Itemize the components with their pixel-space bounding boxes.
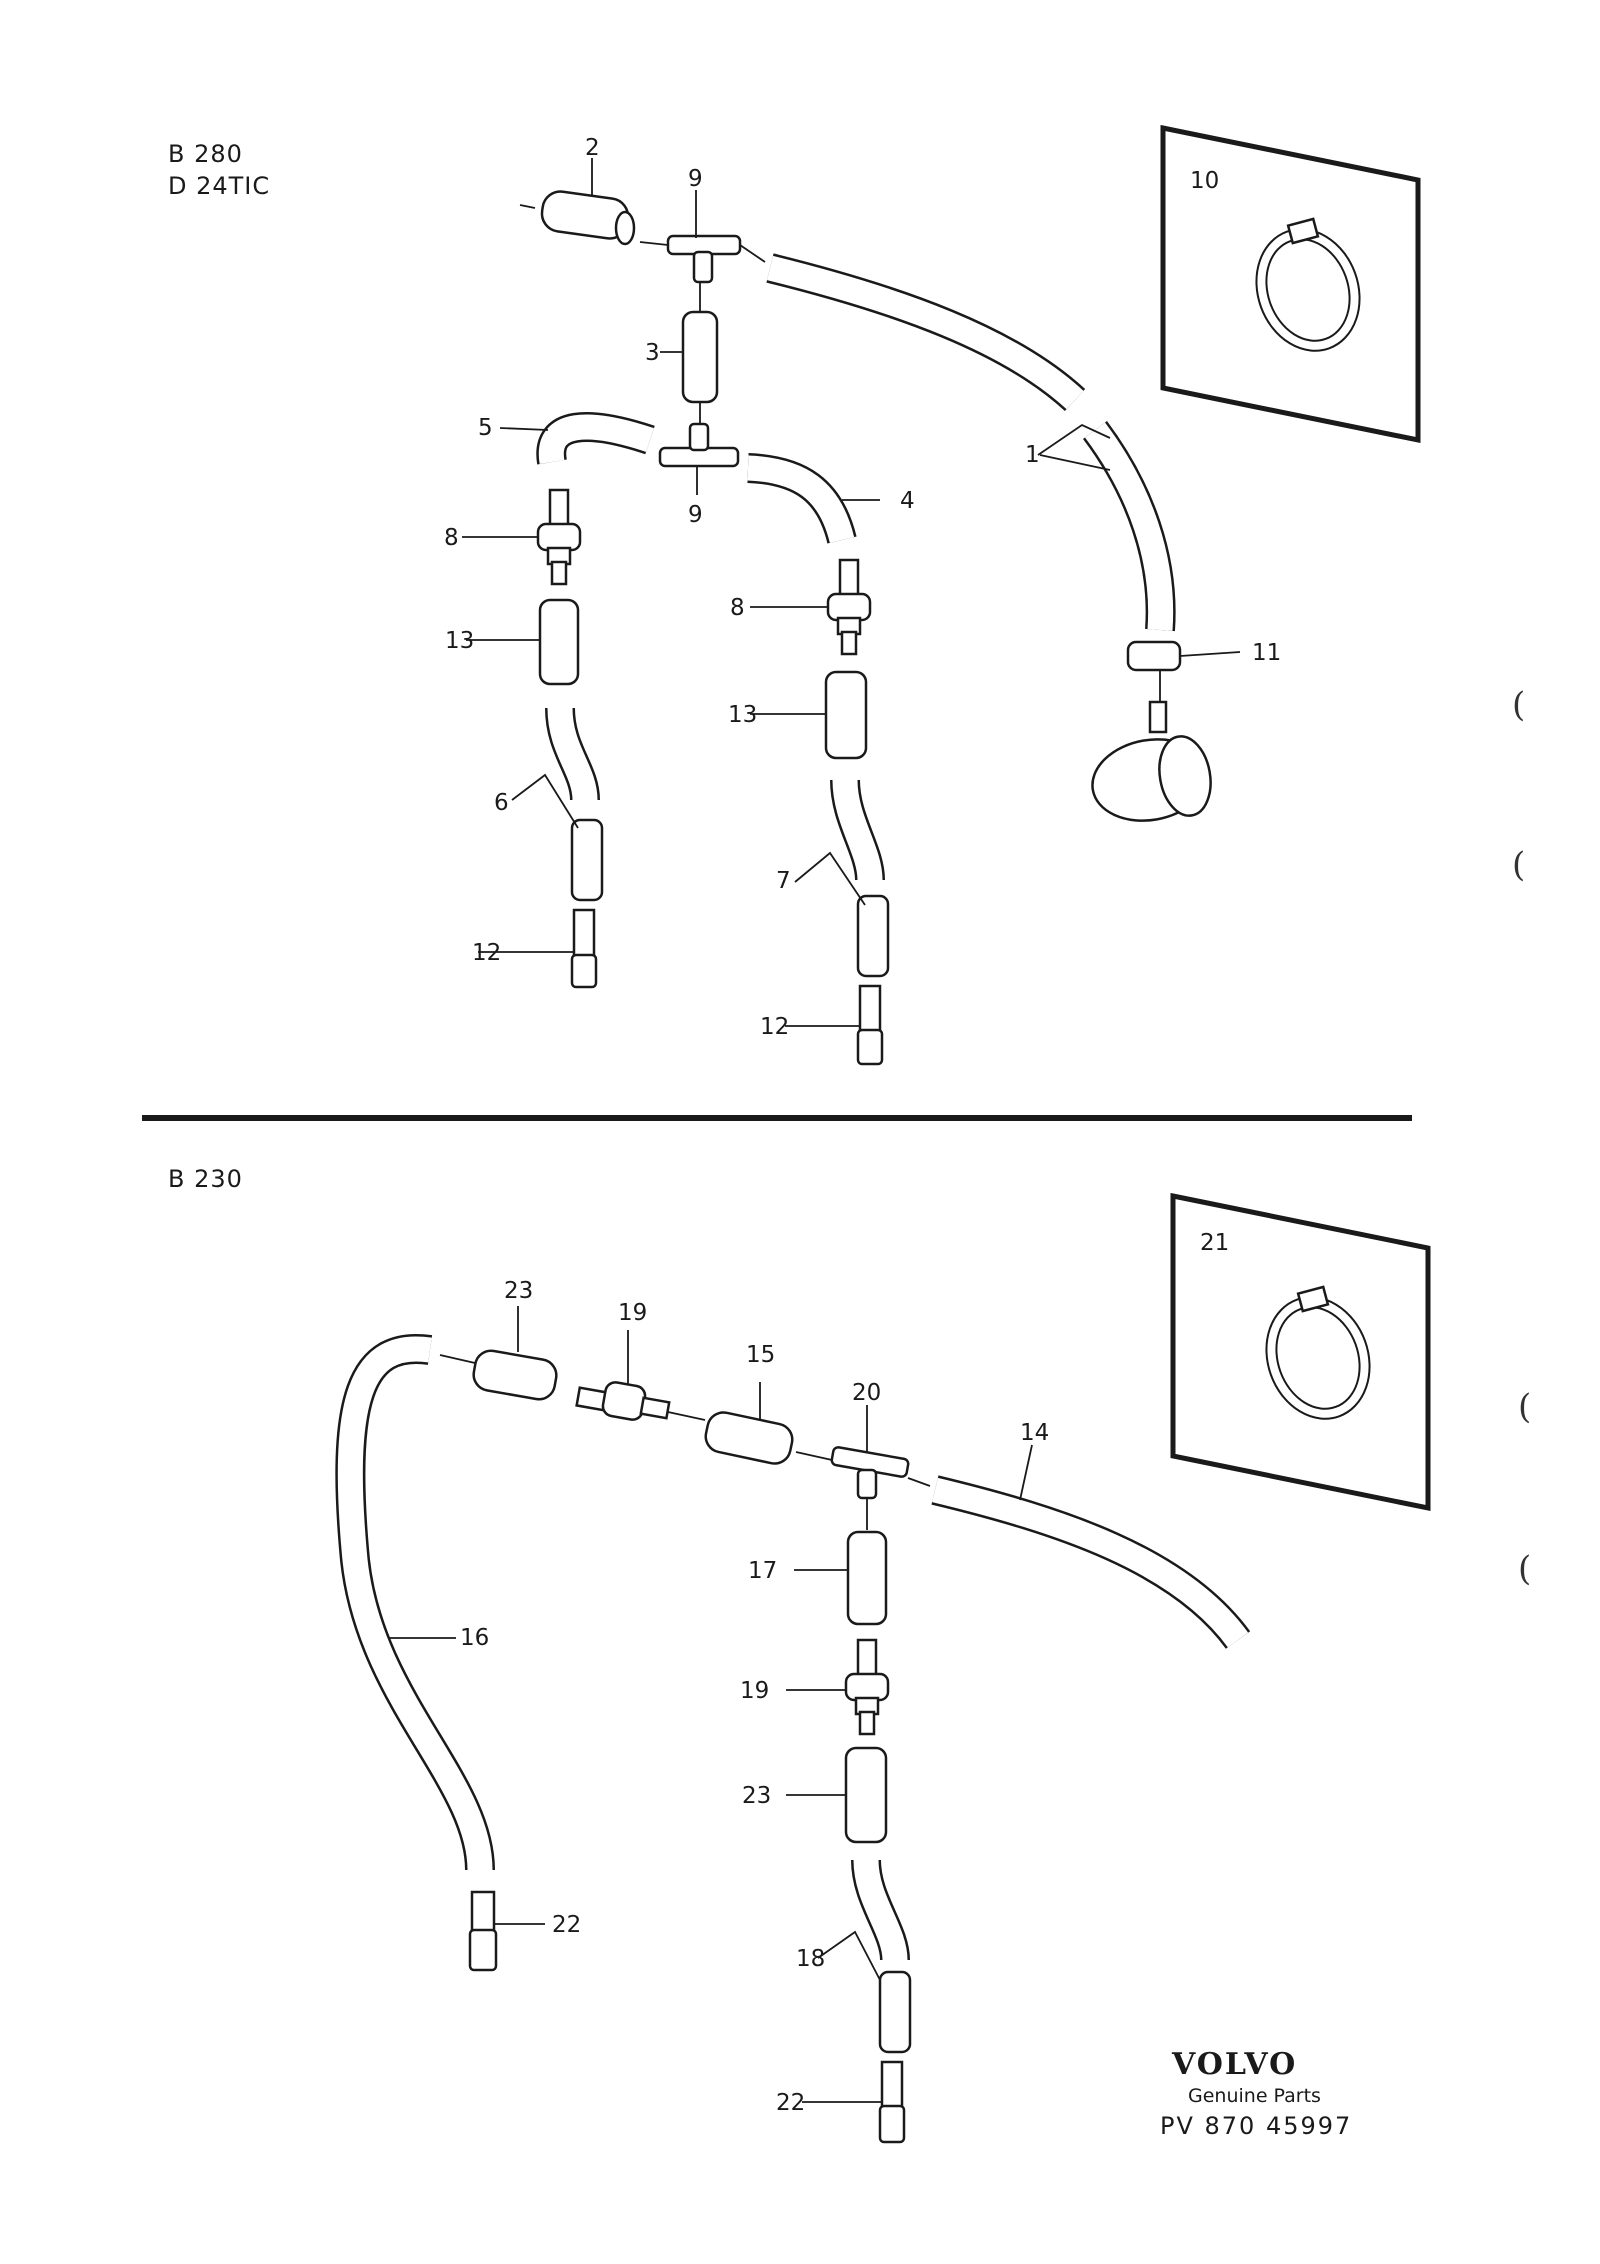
hose-clamp-icon: [1255, 217, 1361, 352]
callout-22-left: 22: [552, 1912, 581, 1938]
callout-13-right: 13: [728, 702, 757, 728]
part-12-end-left: [570, 908, 598, 989]
inset-box-21: [1170, 1192, 1431, 1512]
leader-lines-bottom: [388, 1306, 1033, 2103]
part-4-hose: [747, 453, 857, 544]
callout-14: 14: [1020, 1420, 1049, 1446]
callout-13-left: 13: [445, 628, 474, 654]
callout-16: 16: [460, 1625, 489, 1651]
callout-19-bottom: 19: [740, 1678, 769, 1704]
brand-tagline: Genuine Parts: [1188, 2085, 1321, 2107]
t-connector-9-lower: [658, 422, 740, 468]
callout-8-right: 8: [730, 595, 745, 621]
model-label-b280: B 280: [168, 140, 243, 168]
part-8-valve-right: [826, 558, 872, 656]
vacuum-tank: [1091, 700, 1212, 822]
callout-3: 3: [645, 340, 660, 366]
margin-mark: (: [1512, 845, 1525, 885]
part-6-hose: [545, 707, 604, 902]
part-23-sleeve-top: [472, 1349, 558, 1401]
inset-box-10: [1160, 124, 1421, 444]
volvo-brand-block: VOLVO Genuine Parts PV 870 45997: [1160, 2047, 1352, 2140]
callout-2: 2: [585, 135, 600, 161]
part-13-sleeve-right: [824, 670, 868, 760]
callout-12-right: 12: [760, 1014, 789, 1040]
callout-15: 15: [746, 1342, 775, 1368]
part-15-sleeve: [704, 1411, 794, 1465]
callout-23-top: 23: [504, 1278, 533, 1304]
part-19-valve-bottom: [844, 1638, 890, 1736]
callout-19-top: 19: [618, 1300, 647, 1326]
part-14-hose: [931, 1475, 1251, 1650]
callout-11: 11: [1252, 640, 1281, 666]
margin-mark: (: [1512, 685, 1525, 725]
callout-9-lower: 9: [688, 502, 703, 528]
margin-marks: ( ( ( (: [1512, 685, 1531, 1589]
part-12-end-right: [856, 984, 884, 1066]
margin-mark: (: [1518, 1387, 1531, 1427]
callout-22-bottom: 22: [776, 2090, 805, 2116]
callout-23-bottom: 23: [742, 1783, 771, 1809]
part-22-end-left: [468, 1890, 498, 1972]
part-8-valve-left: [536, 488, 582, 586]
part-1-long-hose: [766, 253, 1176, 632]
callout-6: 6: [494, 790, 509, 816]
hose-clamp-icon: [1265, 1285, 1371, 1420]
callout-21: 21: [1200, 1230, 1229, 1256]
callout-7: 7: [776, 868, 791, 894]
part-22-end-bottom: [878, 2060, 906, 2144]
callout-10: 10: [1190, 168, 1219, 194]
callout-8-left: 8: [444, 525, 459, 551]
callout-9-upper: 9: [688, 166, 703, 192]
model-label-d24tic: D 24TIC: [168, 172, 270, 200]
leader-lines-top: [462, 158, 1111, 1027]
part-17-sleeve: [846, 1530, 888, 1626]
t-connector-9-upper: [639, 234, 766, 284]
margin-mark: (: [1518, 1549, 1531, 1589]
callouts-top: 1 2 3 4 5 6 7 8 8 9 9 10 11 12 12 13 13: [444, 135, 1281, 1040]
model-label-b230: B 230: [168, 1165, 243, 1193]
callout-20: 20: [852, 1380, 881, 1406]
callout-5: 5: [478, 415, 493, 441]
part-23-sleeve-bottom: [844, 1746, 888, 1844]
callouts-bottom: 14 15 16 17 18 19 19 20 21 22 22 23 23: [460, 1230, 1229, 2116]
part-16-hose: [335, 1333, 495, 1871]
callout-4: 4: [900, 488, 915, 514]
part-19-valve-top: [575, 1381, 671, 1421]
part-3-sleeve: [681, 310, 719, 404]
part-11-clamp: [1126, 640, 1241, 672]
callout-17: 17: [748, 1558, 777, 1584]
part-20-t-connector: [830, 1446, 910, 1500]
part-7-hose: [830, 779, 890, 978]
callout-12-left: 12: [472, 940, 501, 966]
part-13-sleeve-left: [538, 598, 580, 686]
callout-1: 1: [1025, 442, 1040, 468]
callout-18: 18: [796, 1946, 825, 1972]
part-number-code: PV 870 45997: [1160, 2112, 1352, 2140]
part-18-hose: [851, 1859, 912, 2054]
volvo-logo: VOLVO: [1171, 2047, 1297, 2082]
part-5-hose: [536, 412, 655, 465]
